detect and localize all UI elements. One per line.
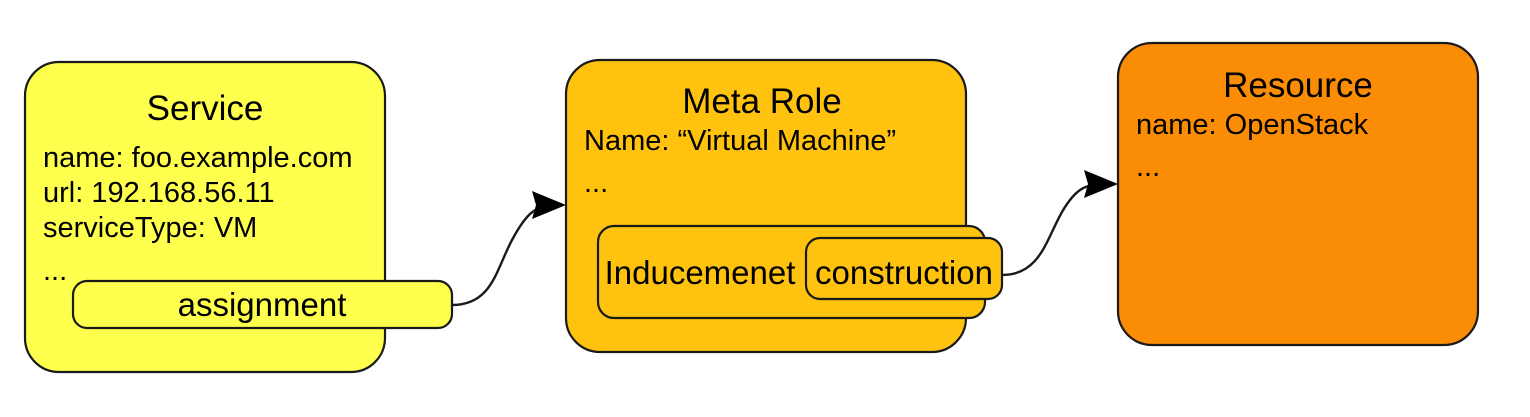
meta-role-attr-1: ... bbox=[584, 167, 608, 199]
edge-assignment-to-meta-role-arrowhead bbox=[532, 191, 566, 219]
construction-box[interactable] bbox=[804, 236, 1004, 301]
edge-assignment-to-meta-role bbox=[451, 191, 566, 307]
service-attr-1: url: 192.168.56.11 bbox=[43, 177, 275, 209]
node-resource[interactable]: Resource name: OpenStack ... bbox=[1116, 41, 1480, 347]
inducemenet-label: Inducemenet bbox=[605, 254, 796, 291]
edge-construction-to-resource-path bbox=[1001, 182, 1111, 277]
resource-attr-1: ... bbox=[1136, 151, 1160, 183]
resource-attr-0: name: OpenStack bbox=[1136, 109, 1369, 141]
edge-assignment-to-meta-role-path bbox=[451, 203, 559, 307]
sub-box-assignment[interactable]: assignment bbox=[71, 279, 454, 330]
resource-title: Resource bbox=[1223, 66, 1373, 105]
meta-role-title: Meta Role bbox=[682, 82, 842, 121]
service-title: Service bbox=[147, 89, 264, 128]
resource-box[interactable] bbox=[1116, 41, 1480, 347]
edge-construction-to-resource-arrowhead bbox=[1084, 170, 1118, 198]
sub-box-construction[interactable]: construction bbox=[804, 236, 1004, 301]
service-attr-2: serviceType: VM bbox=[43, 212, 257, 244]
construction-label: construction bbox=[815, 254, 993, 291]
assignment-label: assignment bbox=[178, 286, 347, 323]
service-attr-0: name: foo.example.com bbox=[43, 142, 352, 174]
edge-construction-to-resource bbox=[1001, 170, 1118, 277]
service-attr-3: ... bbox=[43, 255, 67, 287]
meta-role-attr-0: Name: “Virtual Machine” bbox=[584, 125, 896, 157]
